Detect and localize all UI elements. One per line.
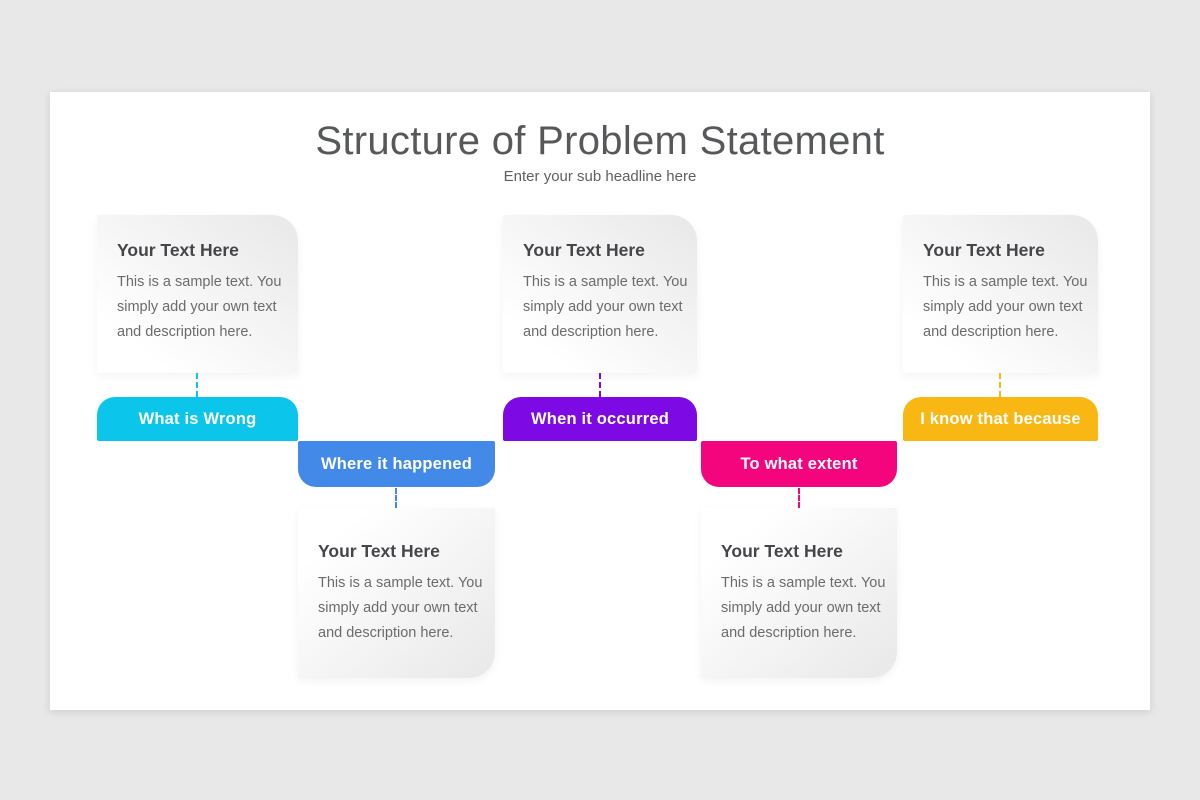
connector-line-3 xyxy=(599,373,601,397)
ribbon-where-it-happened: Where it happened xyxy=(298,441,495,487)
text-card-2: Your Text Here This is a sample text. Yo… xyxy=(298,508,495,678)
slide-subtitle: Enter your sub headline here xyxy=(503,168,697,185)
ribbon-what-is-wrong: What is Wrong xyxy=(97,397,298,441)
ribbon-when-it-occurred: When it occurred xyxy=(503,397,697,441)
ribbon-label: What is Wrong xyxy=(138,409,257,428)
card-body: This is a sample text. You simply add yo… xyxy=(117,274,282,340)
text-card-1: Your Text Here This is a sample text. Yo… xyxy=(97,215,298,373)
slide-title: Structure of Problem Statement xyxy=(315,119,885,163)
text-card-5: Your Text Here This is a sample text. Yo… xyxy=(903,215,1098,373)
card-heading: Your Text Here xyxy=(721,541,843,561)
card-heading: Your Text Here xyxy=(318,541,440,561)
ribbon-label: When it occurred xyxy=(531,409,669,428)
ribbon-label: To what extent xyxy=(740,454,858,473)
connector-line-5 xyxy=(999,373,1001,397)
ribbon-i-know-that-because: I know that because xyxy=(903,397,1098,441)
card-heading: Your Text Here xyxy=(523,240,645,260)
card-heading: Your Text Here xyxy=(923,240,1045,260)
connector-line-4 xyxy=(798,488,800,508)
card-body: This is a sample text. You simply add yo… xyxy=(318,575,483,641)
text-card-4: Your Text Here This is a sample text. Yo… xyxy=(701,508,897,678)
text-card-3: Your Text Here This is a sample text. Yo… xyxy=(503,215,697,373)
card-body: This is a sample text. You simply add yo… xyxy=(923,274,1088,340)
ribbon-label: I know that because xyxy=(920,409,1081,428)
card-heading: Your Text Here xyxy=(117,240,239,260)
ribbon-to-what-extent: To what extent xyxy=(701,441,897,487)
card-body: This is a sample text. You simply add yo… xyxy=(721,575,886,641)
connector-line-2 xyxy=(395,488,397,508)
ribbon-label: Where it happened xyxy=(321,454,472,473)
slide-canvas: Structure of Problem Statement Enter you… xyxy=(50,92,1150,710)
connector-line-1 xyxy=(196,373,198,397)
card-body: This is a sample text. You simply add yo… xyxy=(523,274,688,340)
